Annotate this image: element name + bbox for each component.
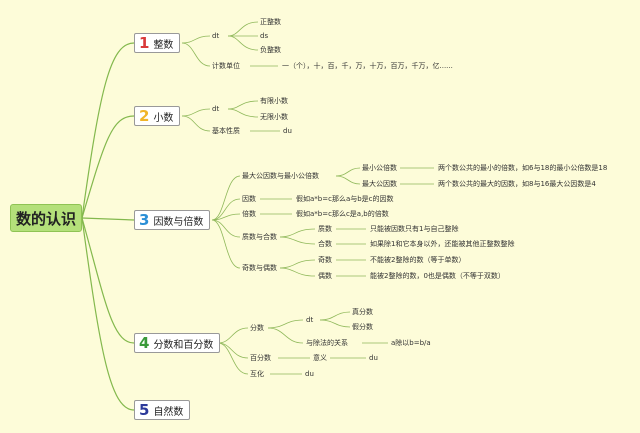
node-ds[interactable]: ds [260,32,269,40]
node-gcd-desc[interactable]: 两个数公共的最大的因数，如8与16最大公因数是4 [438,180,596,188]
node-negative-integer[interactable]: 负整数 [260,46,281,54]
topic-number: 4 [139,334,150,352]
node-interconversion[interactable]: 互化 [250,370,264,378]
node-du[interactable]: du [369,354,378,362]
topic-label: 小数 [153,112,174,124]
node-prime[interactable]: 质数 [318,225,332,233]
topic-number: 1 [139,34,150,52]
node-proper-fraction[interactable]: 真分数 [352,308,373,316]
node-dt[interactable]: dt [212,105,220,113]
topic-label: 因数与倍数 [153,216,204,228]
branch-1 [81,42,135,219]
node-factor-desc[interactable]: 假如a*b=c那么a与b是c的因数 [296,195,394,203]
node-gcd-lcm[interactable]: 最大公因数与最小公倍数 [242,172,319,180]
topic-integer[interactable]: 1 整数 [134,33,181,53]
node-composite[interactable]: 合数 [318,240,332,248]
branch-2 [81,115,135,219]
topic-number: 2 [139,107,150,125]
node-multiple[interactable]: 倍数 [242,210,256,218]
node-odd-desc[interactable]: 不能被2整除的数（等于单数） [370,256,466,264]
node-gcd[interactable]: 最大公因数 [362,180,397,188]
node-lcm[interactable]: 最小公倍数 [362,164,397,172]
node-odd-even[interactable]: 奇数与偶数 [242,264,277,272]
topic-factors-multiples[interactable]: 3 因数与倍数 [134,210,211,230]
node-percent[interactable]: 百分数 [250,354,271,362]
topic-number: 3 [139,211,150,229]
node-even-desc[interactable]: 能被2整除的数，0也是偶数（不等于双数） [370,272,505,280]
node-division-relation[interactable]: 与除法的关系 [306,339,348,347]
node-meaning[interactable]: 意义 [313,354,327,362]
topic-label: 分数和百分数 [153,339,214,351]
node-du[interactable]: du [283,127,292,135]
node-multiple-desc[interactable]: 假如a*b=c那么c是a,b的倍数 [296,210,389,218]
branch-4 [81,217,135,344]
node-odd[interactable]: 奇数 [318,256,332,264]
node-lcm-desc[interactable]: 两个数公共的最小的倍数，如6与18的最小公倍数是18 [438,164,608,172]
topic-decimal[interactable]: 2 小数 [134,106,181,126]
topic-number: 5 [139,401,150,419]
topic-fractions-percent[interactable]: 4 分数和百分数 [134,333,221,353]
root-topic[interactable]: 数的认识 [10,204,82,232]
node-composite-desc[interactable]: 如果除1和它本身以外，还能被其他正整数整除 [370,240,515,248]
node-factor[interactable]: 因数 [242,195,256,203]
branch-5 [81,217,135,411]
node-du[interactable]: du [305,370,314,378]
topic-label: 自然数 [153,406,184,418]
node-prime-desc[interactable]: 只能被因数只有1与自己整除 [370,225,459,233]
node-even[interactable]: 偶数 [318,272,332,280]
node-counting-units[interactable]: 计数单位 [212,62,240,70]
node-dt[interactable]: dt [212,32,220,40]
topic-label: 整数 [153,39,174,51]
branch-3 [81,217,135,221]
topic-natural-numbers[interactable]: 5 自然数 [134,400,191,420]
node-finite-decimal[interactable]: 有限小数 [260,97,288,105]
node-dt[interactable]: dt [306,316,314,324]
node-infinite-decimal[interactable]: 无限小数 [260,113,288,121]
node-basic-property[interactable]: 基本性质 [212,127,240,135]
node-prime-composite[interactable]: 质数与合数 [242,233,277,241]
node-division-relation-value[interactable]: a除以b=b/a [391,339,431,347]
node-positive-integer[interactable]: 正整数 [260,18,281,26]
node-counting-units-value[interactable]: 一（个），十，百，千，万，十万，百万，千万，亿...... [282,62,453,70]
node-fraction[interactable]: 分数 [250,324,264,332]
node-improper-fraction[interactable]: 假分数 [352,323,373,331]
